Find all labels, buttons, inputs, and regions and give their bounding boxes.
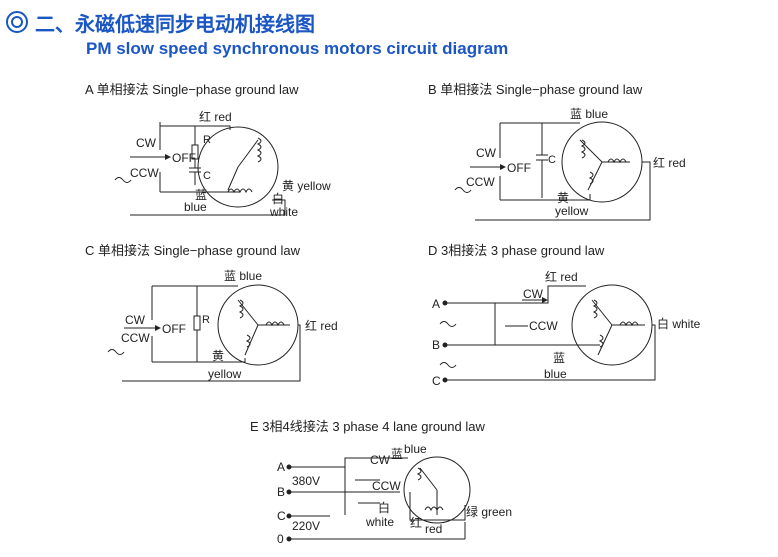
label-b-red: 红 red (653, 155, 686, 170)
label-b-ccw: CCW (466, 175, 495, 189)
label-d-c: C (432, 374, 441, 388)
diagram-c-title: C 单相接法 Single−phase ground law (85, 243, 301, 258)
label-b-off: OFF (507, 161, 531, 175)
label-a-yellow: 黄 yellow (282, 179, 331, 193)
label-e-a: A (277, 460, 285, 474)
label-e-red-en: red (425, 522, 442, 536)
header: 二、永磁低速同步电动机接线图 PM slow speed synchronous… (6, 11, 508, 58)
diagram-a-title: A 单相接法 Single−phase ground law (85, 82, 299, 97)
title-chinese: 二、永磁低速同步电动机接线图 (35, 12, 315, 36)
label-c-cw: CW (125, 313, 146, 327)
label-e-red-zh: 红 (410, 515, 422, 530)
label-e-white-zh: 白 (378, 500, 390, 515)
label-e-blue-zh: 蓝 (391, 447, 403, 461)
label-e-380v: 380V (292, 474, 320, 488)
label-c-r: R (202, 314, 210, 326)
label-a-blue-zh: 蓝 (195, 188, 207, 202)
diagram-d: D 3相接法 3 phase ground law A B C CW CCW 红… (428, 243, 701, 388)
label-e-white-en: white (365, 515, 394, 529)
label-b-c: C (548, 154, 556, 166)
label-e-green: 绿 green (466, 504, 512, 519)
label-e-cw: CW (370, 453, 391, 467)
label-c-yellow-zh: 黄 (212, 349, 224, 363)
label-d-b: B (432, 338, 440, 352)
motor-e (403, 456, 471, 524)
label-d-blue-en: blue (544, 367, 567, 381)
label-e-zero: 0 (277, 532, 284, 546)
label-a-off: OFF (172, 151, 196, 165)
label-e-c: C (277, 509, 286, 523)
label-c-yellow-en: yellow (208, 367, 242, 381)
diagram-a: A 单相接法 Single−phase ground law CW OFF CC… (85, 82, 331, 219)
label-a-white-zh: 白 (272, 191, 284, 206)
title-english: PM slow speed synchronous motors circuit… (86, 39, 508, 58)
label-a-red: 红 red (199, 109, 232, 124)
label-b-yellow-en: yellow (555, 204, 589, 218)
label-e-ccw: CCW (372, 479, 401, 493)
diagram-c: C 单相接法 Single−phase ground law CW OFF CC… (85, 243, 338, 382)
label-a-r: R (203, 134, 211, 146)
label-b-yellow-zh: 黄 (557, 191, 569, 205)
diagram-e: E 3相4线接法 3 phase 4 lane ground law A B C… (250, 419, 512, 546)
label-e-b: B (277, 485, 285, 499)
diagram-b: B 单相接法 Single−phase ground law CW OFF CC… (428, 82, 686, 221)
label-d-a: A (432, 297, 440, 311)
label-a-cw: CW (136, 136, 157, 150)
label-b-cw: CW (476, 146, 497, 160)
diagram-e-title: E 3相4线接法 3 phase 4 lane ground law (250, 419, 485, 434)
label-b-blue: 蓝 blue (570, 107, 608, 121)
label-d-blue-zh: 蓝 (553, 351, 565, 365)
label-a-ccw: CCW (130, 166, 159, 180)
label-e-blue-en: blue (404, 442, 427, 456)
label-c-red: 红 red (305, 318, 338, 333)
label-a-c: C (203, 170, 211, 182)
label-d-cw: CW (523, 287, 544, 301)
diagram-b-title: B 单相接法 Single−phase ground law (428, 82, 643, 97)
label-a-blue-en: blue (184, 200, 207, 214)
motor-a (197, 126, 279, 208)
label-d-white: 白 white (657, 316, 701, 331)
label-e-220v: 220V (292, 519, 320, 533)
label-d-ccw: CCW (529, 319, 558, 333)
diagram-d-title: D 3相接法 3 phase ground law (428, 243, 605, 258)
label-c-off: OFF (162, 322, 186, 336)
label-a-white-en: white (269, 205, 298, 219)
label-c-blue: 蓝 blue (224, 269, 262, 283)
label-c-ccw: CCW (121, 331, 150, 345)
bullet-circle-icon (6, 11, 28, 33)
label-d-red: 红 red (545, 269, 578, 284)
